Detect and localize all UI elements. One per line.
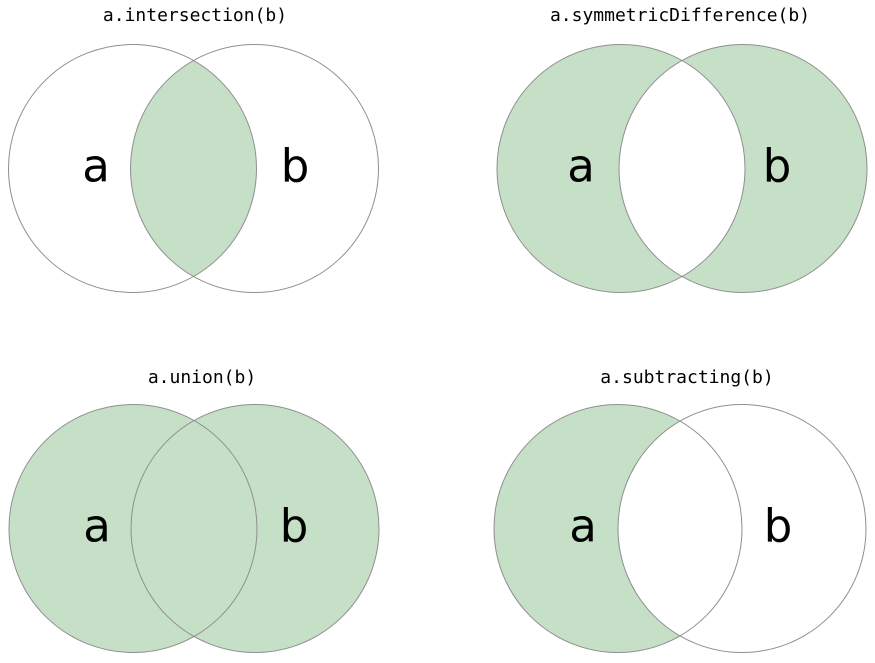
circle-b-outline bbox=[618, 44, 868, 293]
venn-diagram: a b bbox=[493, 404, 867, 653]
circle-b-outline bbox=[130, 44, 379, 293]
set-label-a: a bbox=[83, 500, 111, 553]
venn-subtracting: a.subtracting(b) a b bbox=[437, 331, 875, 663]
circle-a-outline bbox=[496, 44, 746, 293]
circle-a-outline bbox=[493, 404, 743, 653]
diagram-title: a.union(b) bbox=[147, 367, 257, 388]
circle-a-outline bbox=[8, 404, 258, 653]
region-intersection bbox=[131, 404, 257, 653]
circle-b-outline bbox=[130, 404, 380, 653]
region-b-only bbox=[619, 44, 867, 293]
set-label-a: a bbox=[569, 500, 597, 553]
venn-diagram: a b bbox=[8, 404, 380, 653]
set-label-a: a bbox=[567, 140, 595, 193]
set-label-b: b bbox=[764, 500, 793, 553]
circle-b-outline bbox=[617, 404, 867, 653]
venn-intersection: a.intersection(b) a b bbox=[0, 0, 437, 331]
set-label-a: a bbox=[82, 140, 110, 193]
venn-diagram: a b bbox=[496, 44, 868, 293]
diagram-title: a.symmetricDifference(b) bbox=[549, 5, 811, 26]
venn-diagram: a b bbox=[8, 44, 379, 293]
region-intersection bbox=[130, 44, 257, 293]
venn-union: a.union(b) a b bbox=[0, 331, 437, 663]
diagram-title: a.intersection(b) bbox=[102, 5, 288, 26]
set-label-b: b bbox=[763, 140, 792, 193]
set-label-b: b bbox=[281, 140, 310, 193]
venn-symmetric-difference: a.symmetricDifference(b) a b bbox=[437, 0, 875, 331]
circle-a-outline bbox=[8, 44, 257, 293]
diagram-title: a.subtracting(b) bbox=[600, 367, 774, 388]
set-label-b: b bbox=[280, 500, 309, 553]
